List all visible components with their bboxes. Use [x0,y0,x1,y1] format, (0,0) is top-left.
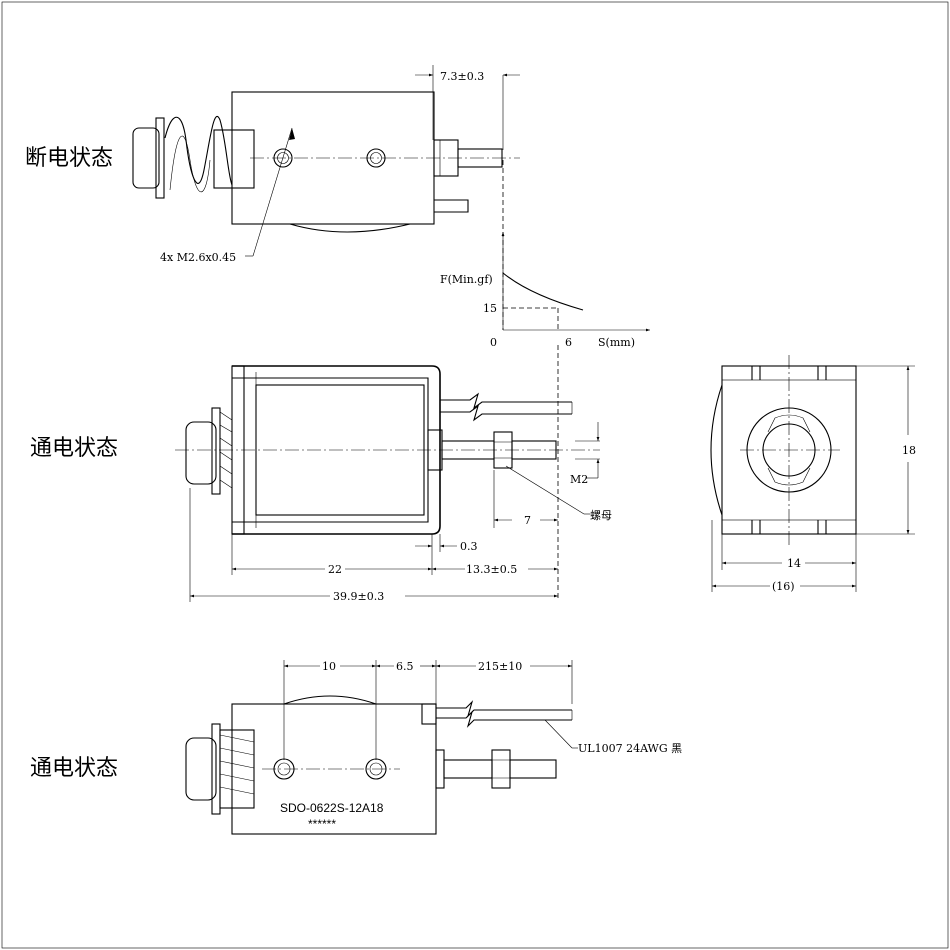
plunger-knob [185,421,217,485]
dim-hole-spacing-1: 10 [322,660,336,673]
state-label-on-top: 通电状态 [30,756,118,781]
force-curve [502,272,584,311]
graph-y-value: 15 [483,302,497,315]
label-lead-wire: UL1007 24AWG 黑 [578,742,682,755]
nut [491,749,511,789]
on-state-front-view: 通电状态 M2 螺母 [30,345,612,603]
label-nut: 螺母 [590,509,612,522]
model-marking: SDO-0622S-12A18 [280,801,384,815]
dim-side-overall: (16) [772,580,795,593]
marking-stars: ****** [308,817,336,831]
side-view: 18 14 (16) [710,355,916,593]
dim-side-height: 18 [902,444,916,457]
off-state-view: 断电状态 7.3±0.3 4x M2.6x0.45 [25,65,520,264]
dim-nut-length: 7 [524,514,531,527]
dim-plunger-length: 13.3±0.5 [466,563,517,576]
spring [164,116,233,186]
dim-mount-holes: 4x M2.6x0.45 [160,251,236,264]
dim-nut-thread: M2 [570,473,588,486]
state-label-off: 断电状态 [25,146,113,171]
on-state-top-view: 通电状态 SDO-0622S-12A18 ****** [30,660,682,835]
state-label-on-front: 通电状态 [30,436,118,461]
graph-x-origin: 0 [490,336,497,349]
graph-x-value: 6 [565,336,572,349]
dim-body-length: 22 [328,563,342,576]
plunger-knob [132,127,160,189]
dim-stroke-offset: 7.3±0.3 [440,70,484,83]
dim-side-width: 14 [787,557,801,570]
dim-hole-spacing-2: 6.5 [396,660,414,673]
dim-gap: 0.3 [460,540,478,553]
graph-x-label: S(mm) [598,336,635,349]
graph-y-label: F(Min.gf) [440,273,493,286]
dim-lead-length: 215±10 [478,660,522,673]
dim-total-length: 39.9±0.3 [333,590,384,603]
plunger-knob [185,737,217,801]
force-stroke-graph: F(Min.gf) 15 0 6 S(mm) [440,160,650,349]
